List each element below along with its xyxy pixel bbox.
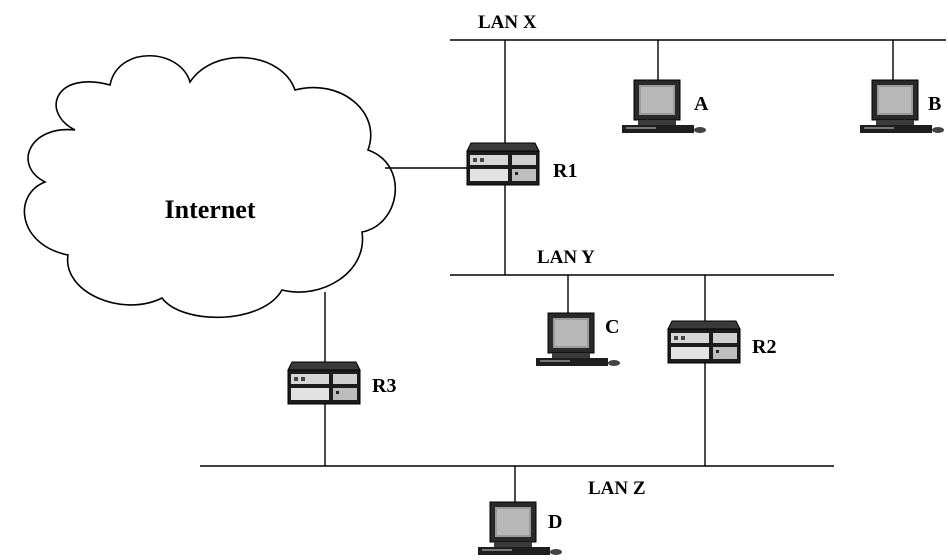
lan-z-label: LAN Z: [588, 478, 646, 499]
router-r1-label: R1: [553, 160, 577, 182]
router-r3-icon: [287, 361, 361, 405]
host-c-label: C: [605, 316, 619, 338]
internet-label: Internet: [165, 195, 256, 224]
internet-cloud: [23, 54, 397, 319]
router-r2-label: R2: [752, 336, 776, 358]
router-r3-label: R3: [372, 375, 396, 397]
host-a-label: A: [694, 93, 709, 115]
router-r2-icon: [667, 320, 741, 364]
host-b-label: B: [928, 93, 941, 115]
router-r1-icon: [466, 142, 540, 186]
lan-x-label: LAN X: [478, 12, 537, 33]
host-d-label: D: [548, 511, 562, 533]
lan-y-label: LAN Y: [537, 247, 595, 268]
